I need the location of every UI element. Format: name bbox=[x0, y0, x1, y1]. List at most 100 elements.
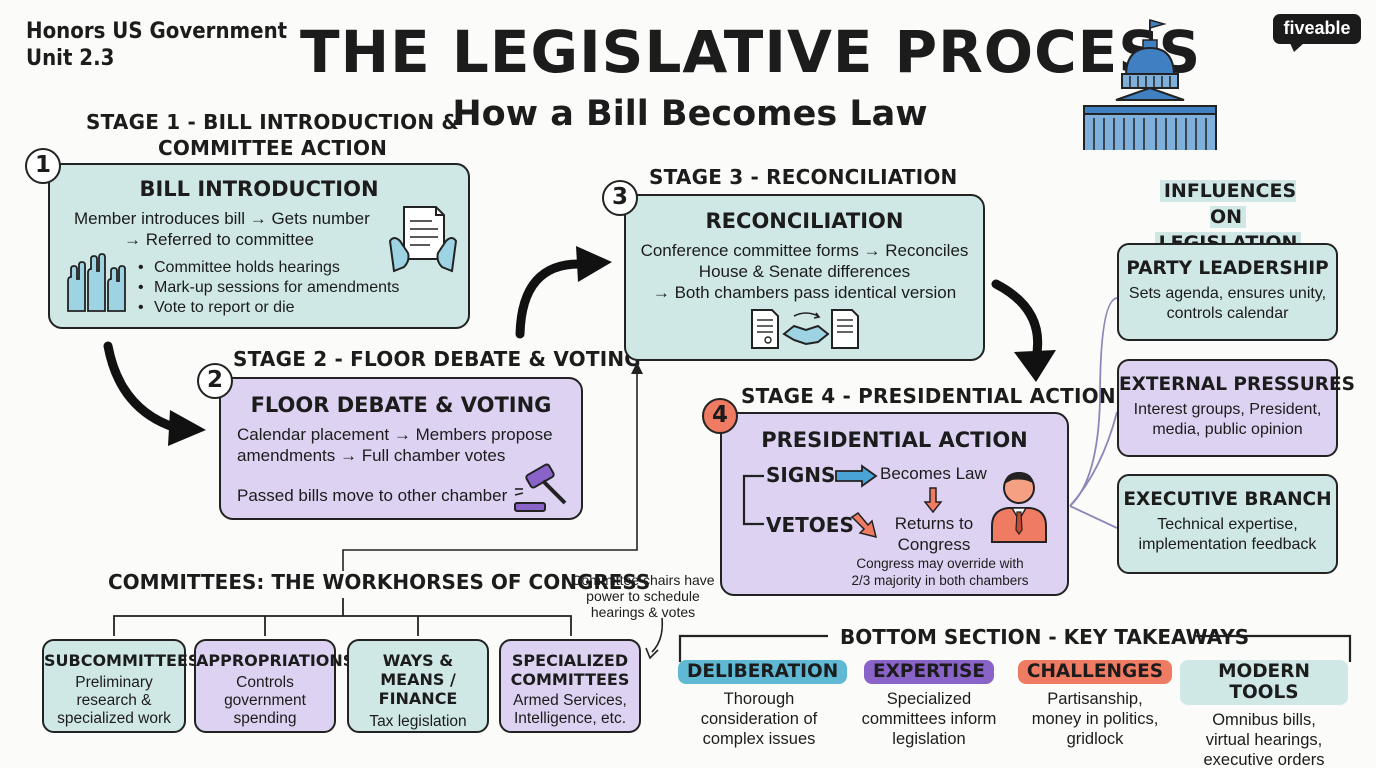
influence-party-leadership: PARTY LEADERSHIP Sets agenda, ensures un… bbox=[1117, 243, 1338, 341]
stage2-number: 2 bbox=[197, 363, 233, 399]
stage4-number: 4 bbox=[702, 398, 738, 434]
page-title: THE LEGISLATIVE PROCESS bbox=[300, 18, 1202, 86]
takeaway-label: CHALLENGES bbox=[1017, 660, 1173, 684]
stage2-line1: Calendar placement → Members propose bbox=[237, 425, 553, 444]
takeaway-desc-line3: gridlock bbox=[1066, 730, 1124, 748]
stage2-box: FLOOR DEBATE & VOTING Calendar placement… bbox=[219, 377, 583, 520]
committee-desc-line2: government bbox=[224, 692, 306, 709]
document-hands-icon bbox=[388, 206, 458, 273]
brand-tail bbox=[1290, 43, 1304, 52]
stage1-bullets: Committee holds hearings Mark-up session… bbox=[136, 258, 399, 318]
committee-desc-line1: Controls bbox=[236, 674, 294, 691]
stage3-line2: House & Senate differences bbox=[698, 262, 911, 281]
page-subtitle: How a Bill Becomes Law bbox=[452, 94, 928, 134]
committee-subcommittees: SUBCOMMITTEES Preliminary research & spe… bbox=[42, 639, 200, 733]
arrowhead-stage2-to-3 bbox=[576, 246, 612, 282]
committee-title-line1: WAYS & MEANS / bbox=[380, 651, 456, 689]
stage3-line3: → Both chambers pass identical version bbox=[652, 283, 957, 302]
returns-line1: Returns to bbox=[894, 514, 974, 533]
stage3-number: 3 bbox=[602, 180, 638, 216]
becomes-law-label: Becomes Law bbox=[880, 464, 987, 483]
committee-title-line2: FINANCE bbox=[378, 689, 458, 708]
stage4-box: PRESIDENTIAL ACTION SIGNS Becomes Law VE… bbox=[720, 412, 1069, 596]
influence-executive-branch: EXECUTIVE BRANCH Technical expertise, im… bbox=[1117, 474, 1338, 574]
stage1-line2: → Referred to committee bbox=[124, 230, 314, 249]
influence-desc-line2: media, public opinion bbox=[1152, 421, 1303, 438]
decision-branch bbox=[742, 474, 764, 526]
committees-heading: COMMITTEES: THE WORKHORSES OF CONGRESS bbox=[108, 570, 651, 594]
committees-connector bbox=[342, 372, 638, 571]
override-line2: 2/3 majority in both chambers bbox=[851, 573, 1029, 588]
takeaway-desc-line3: executive orders bbox=[1203, 751, 1325, 768]
committee-desc-line1: Armed Services, bbox=[513, 692, 627, 709]
stage3-box: RECONCILIATION Conference committee form… bbox=[624, 194, 985, 361]
stage3-label: STAGE 3 - RECONCILIATION bbox=[649, 165, 958, 189]
influence-desc-line1: Technical expertise, bbox=[1157, 516, 1298, 533]
takeaway-desc-line2: virtual hearings, bbox=[1205, 731, 1323, 749]
stage2-title: FLOOR DEBATE & VOTING bbox=[250, 393, 552, 417]
influences-heading-line1: INFLUENCES ON bbox=[1159, 180, 1297, 228]
committee-title: APPROPRIATIONS bbox=[196, 651, 355, 670]
handshake-documents-icon bbox=[751, 309, 859, 349]
stage2-line2: amendments → Full chamber votes bbox=[237, 446, 506, 465]
influence-title: PARTY LEADERSHIP bbox=[1126, 258, 1329, 279]
takeaway-desc-line3: legislation bbox=[892, 730, 966, 748]
override-note: Congress may override with 2/3 majority … bbox=[842, 555, 1038, 589]
influence-desc-line2: implementation feedback bbox=[1138, 536, 1317, 553]
committee-desc-line2: Intelligence, etc. bbox=[513, 710, 626, 727]
takeaway-desc-line3: complex issues bbox=[702, 730, 816, 748]
stage2-label: STAGE 2 - FLOOR DEBATE & VOTING bbox=[233, 347, 641, 371]
stage1-line1: Member introduces bill → Gets number bbox=[74, 209, 370, 228]
stage1-label: STAGE 1 - BILL INTRODUCTION & COMMITTEE … bbox=[86, 109, 459, 161]
signs-arrow bbox=[835, 464, 878, 488]
influence-title: EXTERNAL PRESSURES bbox=[1119, 374, 1355, 395]
takeaway-desc-line1: Thorough bbox=[723, 690, 795, 708]
note-arrow bbox=[651, 617, 664, 653]
influence-desc-line2: controls calendar bbox=[1166, 305, 1289, 322]
list-item: Committee holds hearings bbox=[136, 258, 399, 278]
stage1-box: BILL INTRODUCTION Member introduces bill… bbox=[48, 163, 470, 329]
returns-label: Returns to Congress bbox=[880, 513, 988, 555]
committee-specialized: SPECIALIZED COMMITTEES Armed Services, I… bbox=[499, 639, 641, 733]
stage3-title: RECONCILIATION bbox=[705, 209, 904, 233]
list-item: Vote to report or die bbox=[136, 298, 399, 318]
down-arrow bbox=[923, 487, 943, 514]
takeaways-heading: BOTTOM SECTION - KEY TAKEAWAYS bbox=[840, 625, 1250, 649]
note-line3: hearings & votes bbox=[590, 604, 696, 620]
override-line1: Congress may override with bbox=[856, 556, 1024, 571]
stage1-label-line2: COMMITTEE ACTION bbox=[157, 136, 388, 160]
influence-desc-line1: Interest groups, President, bbox=[1133, 401, 1322, 418]
arrowhead-stage3-to-4 bbox=[1014, 350, 1056, 382]
stage1-title: BILL INTRODUCTION bbox=[139, 177, 379, 201]
committee-desc-line2: research & bbox=[76, 692, 152, 709]
course-line-2: Unit 2.3 bbox=[26, 46, 115, 71]
takeaway-desc-line1: Omnibus bills, bbox=[1212, 711, 1316, 729]
course-line-1: Honors US Government bbox=[26, 19, 288, 44]
takeaway-label: DELIBERATION bbox=[678, 660, 848, 684]
influence-title: EXECUTIVE BRANCH bbox=[1123, 489, 1332, 510]
capitol-icon bbox=[1083, 19, 1217, 150]
vetoes-label: VETOES bbox=[766, 513, 854, 537]
signs-label: SIGNS bbox=[766, 463, 836, 487]
takeaway-desc-line2: consideration of bbox=[700, 710, 818, 728]
list-item: Mark-up sessions for amendments bbox=[136, 278, 399, 298]
committee-desc-line1: Preliminary bbox=[75, 674, 153, 691]
president-icon bbox=[991, 472, 1047, 543]
committee-title-line2: COMMITTEES bbox=[510, 670, 630, 689]
takeaway-label: MODERN TOOLS bbox=[1180, 660, 1348, 705]
committee-ways-means: WAYS & MEANS / FINANCE Tax legislation bbox=[347, 639, 489, 733]
brand-name: fiveable bbox=[1283, 18, 1351, 38]
stage1-label-line1: STAGE 1 - BILL INTRODUCTION & bbox=[86, 110, 460, 134]
raised-hands-icon bbox=[67, 253, 126, 312]
course-label: Honors US Government Unit 2.3 bbox=[26, 18, 287, 72]
takeaway-desc-line1: Specialized bbox=[886, 690, 972, 708]
stage1-number: 1 bbox=[25, 148, 61, 184]
committee-title-line1: SPECIALIZED bbox=[511, 651, 629, 670]
committee-title: SUBCOMMITTEES bbox=[44, 651, 200, 670]
takeaway-challenges: CHALLENGES Partisanship, money in politi… bbox=[1014, 660, 1176, 749]
takeaway-label: EXPERTISE bbox=[864, 660, 994, 684]
note-line1: Committee chairs have bbox=[571, 572, 715, 588]
takeaway-expertise: EXPERTISE Specialized committees inform … bbox=[848, 660, 1010, 749]
takeaway-desc-line1: Partisanship, bbox=[1047, 690, 1143, 708]
